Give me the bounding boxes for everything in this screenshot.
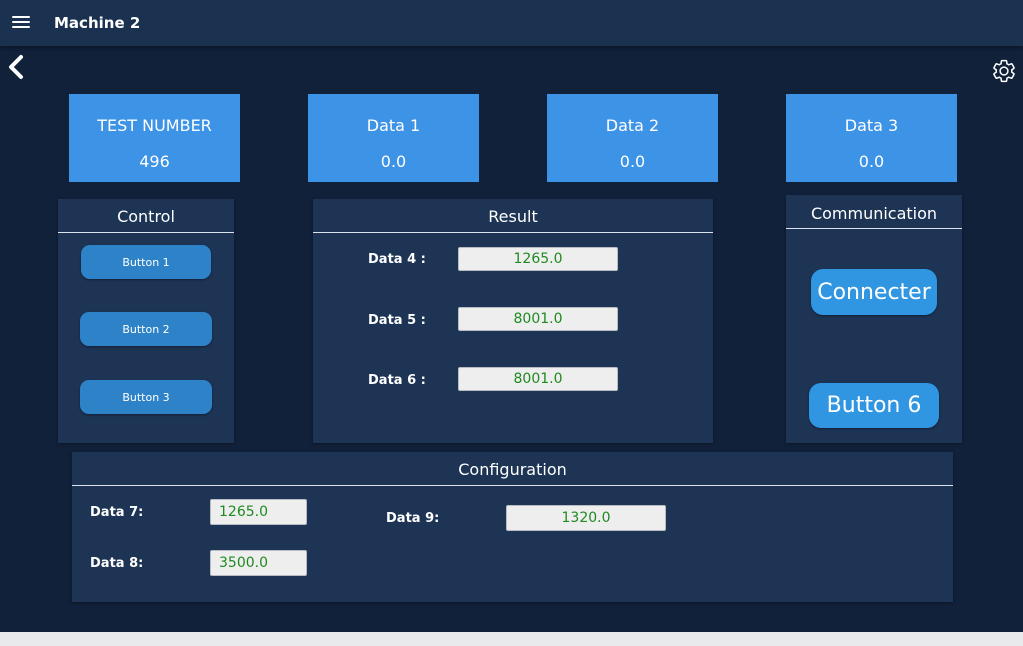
data-9-field[interactable]: 1320.0	[506, 505, 666, 531]
kpi-label: Data 3	[844, 116, 899, 135]
top-app-bar: Machine 2	[0, 0, 1023, 46]
data-8-field[interactable]: 3500.0	[210, 550, 307, 576]
button-3[interactable]: Button 3	[80, 380, 212, 414]
kpi-value: 0.0	[380, 152, 407, 171]
communication-panel-title: Communication	[810, 204, 938, 223]
data-7-field[interactable]: 1265.0	[210, 499, 307, 525]
configuration-panel: Configuration Data 7: 1265.0 Data 8: 350…	[72, 452, 953, 602]
data-4-field[interactable]: 1265.0	[458, 247, 618, 271]
gear-icon[interactable]	[991, 58, 1017, 84]
kpi-data-2: Data 2 0.0	[547, 94, 718, 182]
data-7-label: Data 7:	[90, 505, 144, 520]
data-9-label: Data 9:	[386, 511, 440, 526]
kpi-label: Data 2	[605, 116, 660, 135]
panel-divider	[313, 232, 713, 233]
app-title: Machine 2	[54, 14, 141, 32]
data-5-field[interactable]: 8001.0	[458, 307, 618, 331]
panel-divider	[58, 232, 234, 233]
panel-divider	[72, 485, 953, 486]
control-panel: Control Button 1 Button 2 Button 3	[58, 199, 234, 443]
data-5-label: Data 5 :	[368, 313, 426, 328]
data-6-label: Data 6 :	[368, 373, 426, 388]
kpi-label: Data 1	[366, 116, 421, 135]
kpi-test-number: TEST NUMBER 496	[69, 94, 240, 182]
data-6-field[interactable]: 8001.0	[458, 367, 618, 391]
result-panel-title: Result	[488, 207, 538, 226]
kpi-value: 0.0	[619, 152, 646, 171]
kpi-data-3: Data 3 0.0	[786, 94, 957, 182]
data-4-label: Data 4 :	[368, 252, 426, 267]
button-2[interactable]: Button 2	[80, 312, 212, 346]
kpi-label: TEST NUMBER	[97, 116, 212, 135]
communication-panel: Communication Connecter Button 6	[786, 195, 962, 443]
data-8-label: Data 8:	[90, 556, 144, 571]
result-panel: Result Data 4 : 1265.0 Data 5 : 8001.0 D…	[313, 199, 713, 443]
chevron-left-icon[interactable]	[6, 54, 28, 80]
kpi-data-1: Data 1 0.0	[308, 94, 479, 182]
control-panel-title: Control	[117, 207, 175, 226]
kpi-value: 0.0	[858, 152, 885, 171]
app-window: Machine 2 TEST NUMBER 496 Data 1 0.0 Dat…	[0, 0, 1023, 632]
button-6[interactable]: Button 6	[809, 383, 939, 428]
panel-divider	[786, 228, 962, 229]
hamburger-icon[interactable]	[12, 16, 30, 30]
configuration-panel-title: Configuration	[458, 460, 567, 479]
kpi-value: 496	[139, 152, 170, 171]
button-1[interactable]: Button 1	[81, 245, 211, 279]
connecter-button[interactable]: Connecter	[811, 269, 937, 315]
